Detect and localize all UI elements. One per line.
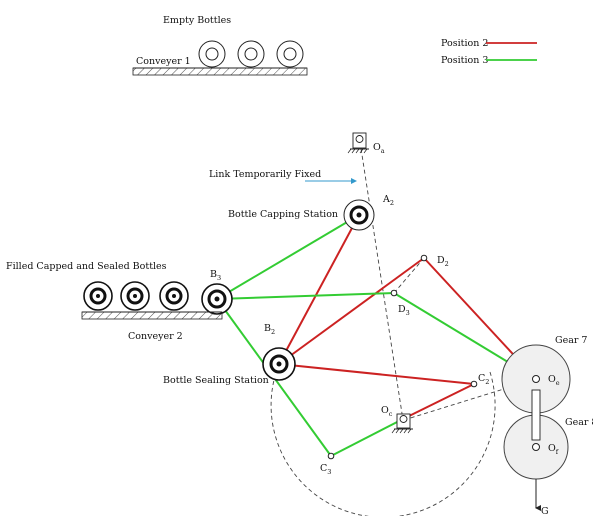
conveyer-2-label: Conveyer 2 [128, 331, 183, 342]
point-label-oc: Oc [381, 405, 393, 418]
point-label-b3: B3 [210, 269, 221, 282]
joint-c3 [327, 452, 335, 460]
b3-wheel [201, 283, 233, 315]
pivot-oa [347, 132, 369, 154]
empty-bottle [198, 40, 226, 68]
pivot-oc [391, 413, 413, 434]
link-b2-a2 [278, 214, 360, 365]
point-label-d2: D2 [437, 255, 449, 268]
filled-bottle [159, 281, 189, 311]
link-b3-a2 [216, 214, 360, 300]
legend-position-3-label: Position 3 [441, 55, 488, 66]
link-b3-d3 [216, 292, 395, 300]
empty-bottles-label: Empty Bottles [163, 15, 231, 26]
point-label-b2: B2 [264, 323, 275, 336]
filled-bottles [83, 281, 189, 311]
position-3-links [216, 214, 537, 457]
crank-path-arc [270, 363, 496, 516]
conveyer-2 [81, 311, 223, 320]
legend-position-2-label: Position 2 [441, 38, 488, 49]
capping-station-label: Bottle Capping Station [228, 209, 338, 220]
point-label-a2: A2 [382, 194, 394, 207]
conveyer-1-label: Conveyer 1 [136, 56, 191, 67]
sealing-station-label: Bottle Sealing Station [163, 375, 269, 386]
fixed-link-dashed [359, 141, 404, 421]
point-label-oa: Oa [373, 142, 385, 155]
point-label-g: G [541, 506, 549, 516]
joints [327, 254, 478, 460]
capping-station-wheel [343, 199, 375, 231]
filled-bottle [120, 281, 150, 311]
dashed-lines [270, 141, 537, 516]
empty-bottle [237, 40, 265, 68]
position-2-links [278, 214, 537, 420]
link-b2-d2 [278, 257, 425, 365]
gear-7-label: Gear 7 [555, 335, 587, 346]
point-label-oe: Oe [548, 374, 560, 387]
link-c3-oc [330, 418, 404, 457]
sealing-station-wheel [262, 347, 296, 381]
filled-bottles-label: Filled Capped and Sealed Bottles [6, 261, 167, 272]
legend: Position 2 Position 3 [441, 38, 537, 66]
empty-bottle [276, 40, 304, 68]
point-label-of: Of [548, 443, 559, 456]
gear-shaft [531, 389, 541, 511]
empty-bottles [198, 40, 304, 68]
gear-8-label: Gear 8 [565, 417, 593, 428]
point-label-c2: C2 [478, 373, 489, 386]
joint-c2 [470, 380, 478, 388]
filled-bottle [83, 281, 113, 311]
joint-d3 [390, 289, 398, 297]
link-fixed-label: Link Temporarily Fixed [209, 169, 321, 180]
point-label-d3: D3 [398, 304, 410, 317]
joint-d2 [420, 254, 428, 262]
link-oc-c2 [402, 383, 475, 420]
gear-7 [501, 344, 571, 414]
d3-d2-dashed [393, 257, 425, 294]
link-b2-c2 [278, 363, 475, 385]
point-label-c3: C3 [320, 463, 331, 476]
conveyer-1 [132, 67, 308, 76]
